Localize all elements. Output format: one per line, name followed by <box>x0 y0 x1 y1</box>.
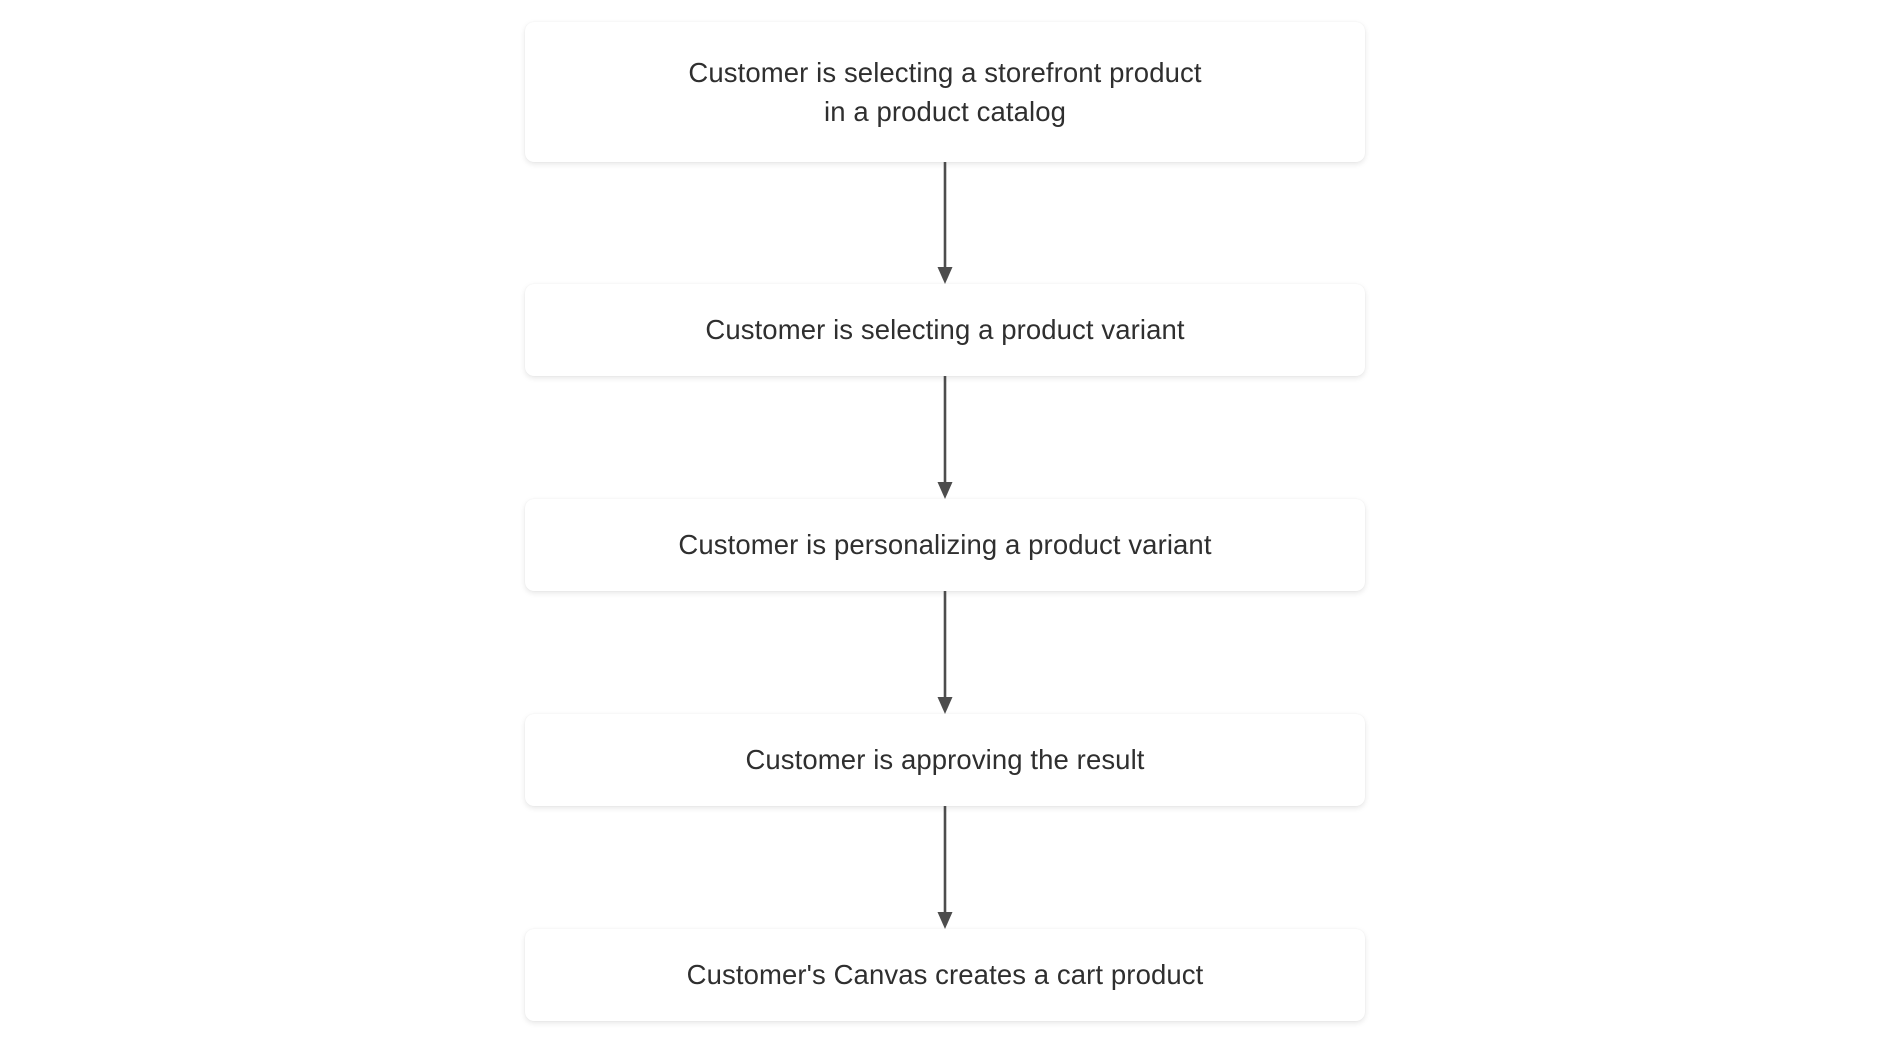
flow-node-label: Customer's Canvas creates a cart product <box>686 959 1204 991</box>
flow-node-customer-personalizing-product-variant[interactable]: Customer is personalizing a product vari… <box>525 499 1365 591</box>
flow-node-customer-approving-result[interactable]: Customer is approving the result <box>525 714 1365 806</box>
flow-node-canvas-creates-cart-product[interactable]: Customer's Canvas creates a cart product <box>525 929 1365 1021</box>
arrow-down-icon <box>932 162 958 284</box>
arrow-down-icon <box>932 376 958 499</box>
flow-node-label: Customer is approving the result <box>745 744 1145 776</box>
flow-node-customer-selecting-product-variant[interactable]: Customer is selecting a product variant <box>525 284 1365 376</box>
arrow-down-icon <box>932 806 958 929</box>
flow-node-label: Customer is selecting a storefront produ… <box>688 56 1202 127</box>
flow-node-customer-selecting-storefront-product[interactable]: Customer is selecting a storefront produ… <box>525 22 1365 162</box>
flow-node-label: Customer is selecting a product variant <box>705 314 1185 346</box>
flow-node-label: Customer is personalizing a product vari… <box>678 529 1212 561</box>
arrow-down-icon <box>932 591 958 714</box>
